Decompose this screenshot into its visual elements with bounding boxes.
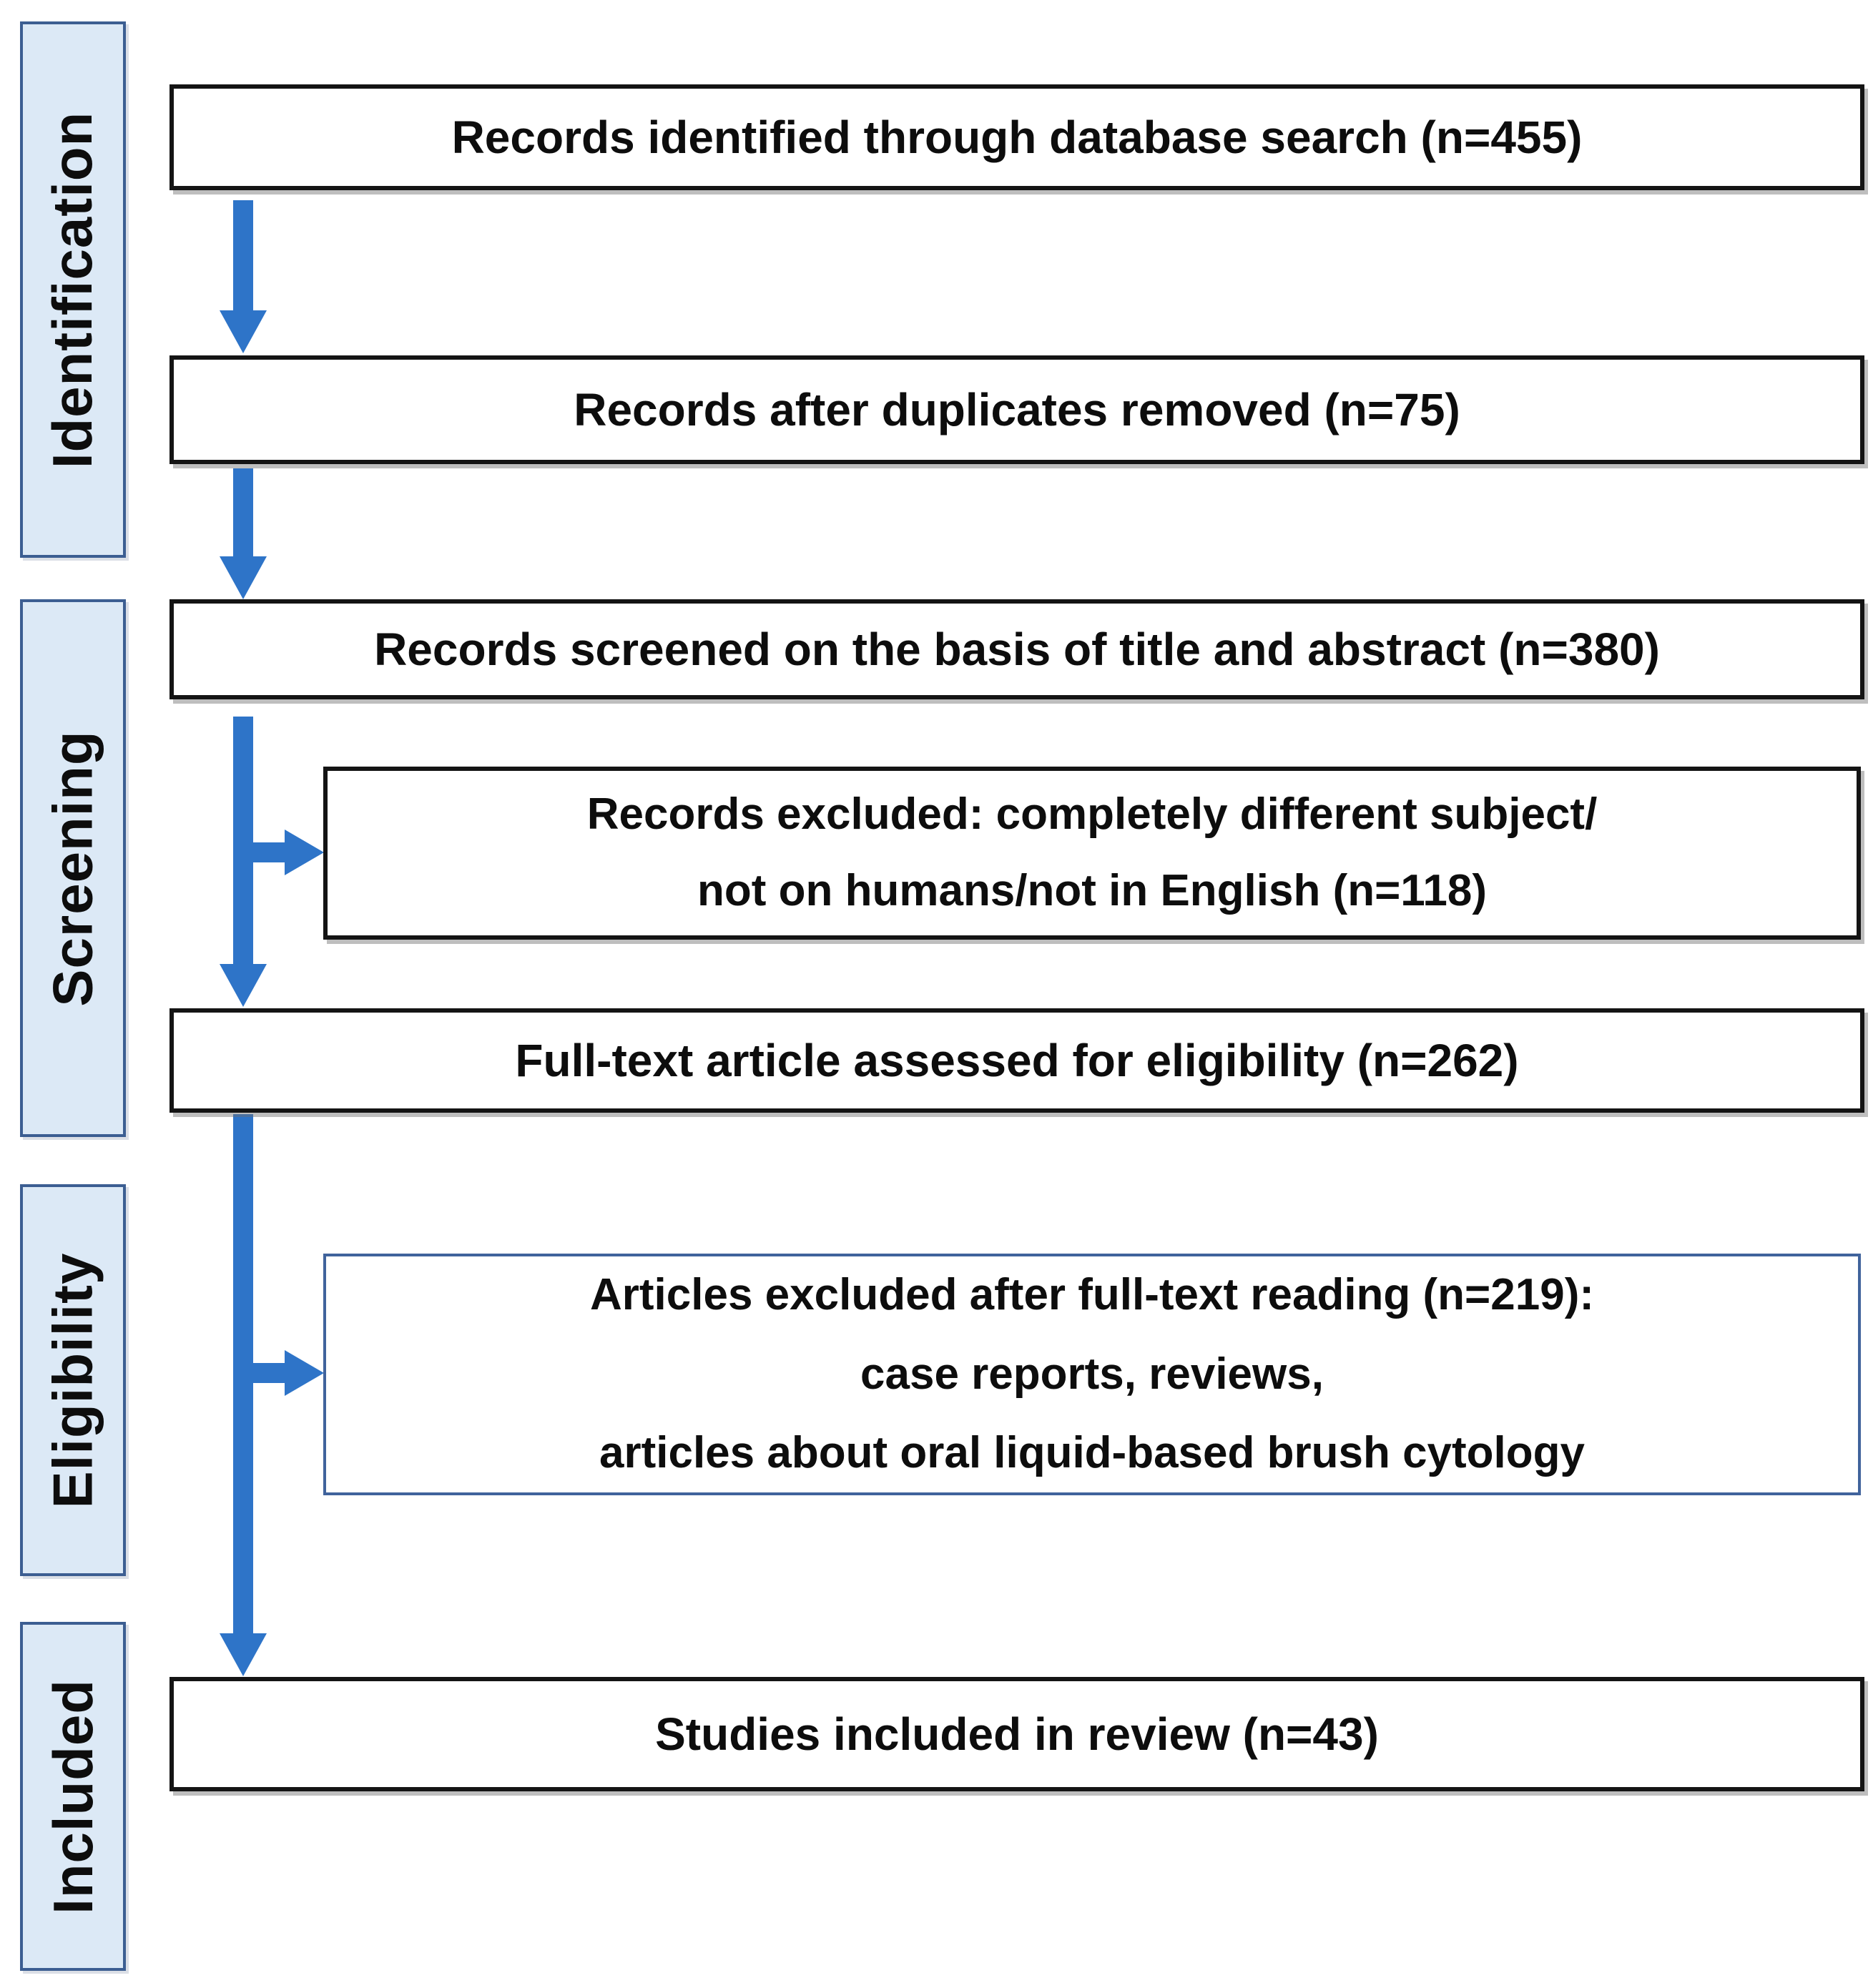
flow-box-fulltext-assessed: Full-text article assessed for eligibili… — [169, 1008, 1864, 1113]
flow-box-records-screened: Records screened on the basis of title a… — [169, 599, 1864, 699]
flow-box-articles-excluded-line3: articles about oral liquid-based brush c… — [599, 1428, 1586, 1478]
flow-box-duplicates-removed: Records after duplicates removed (n=75) — [169, 355, 1864, 464]
flow-box-records-excluded: Records excluded: completely different s… — [323, 767, 1861, 940]
stage-label-included-text: Included — [41, 1678, 104, 1914]
arrow-branch-records-excluded-icon — [243, 830, 324, 875]
stage-label-identification: Identification — [20, 21, 126, 558]
stage-label-eligibility-text: Eligibility — [41, 1252, 104, 1508]
flow-box-records-identified-text: Records identified through database sear… — [451, 112, 1583, 163]
arrow-duplicates-to-screened-icon — [220, 468, 267, 599]
stage-label-screening-text: Screening — [41, 729, 104, 1007]
stage-label-screening: Screening — [20, 599, 126, 1137]
arrow-identified-to-duplicates-icon — [220, 200, 267, 353]
flow-box-articles-excluded: Articles excluded after full-text readin… — [323, 1254, 1861, 1495]
flow-box-duplicates-removed-text: Records after duplicates removed (n=75) — [574, 384, 1460, 436]
flow-box-records-excluded-line1: Records excluded: completely different s… — [586, 789, 1598, 840]
flow-box-records-excluded-line2: not on humans/not in English (n=118) — [697, 866, 1487, 915]
flow-box-records-identified: Records identified through database sear… — [169, 84, 1864, 190]
flow-box-articles-excluded-line1: Articles excluded after full-text readin… — [590, 1270, 1594, 1320]
flow-box-articles-excluded-line2: case reports, reviews, — [860, 1349, 1324, 1399]
stage-label-eligibility: Eligibility — [20, 1184, 126, 1576]
flow-box-fulltext-assessed-text: Full-text article assessed for eligibili… — [515, 1035, 1519, 1086]
stage-label-identification-text: Identification — [41, 111, 104, 468]
flow-box-records-screened-text: Records screened on the basis of title a… — [374, 624, 1660, 675]
flow-box-studies-included-text: Studies included in review (n=43) — [655, 1708, 1379, 1760]
stage-label-included: Included — [20, 1622, 126, 1971]
arrow-fulltext-to-included-icon — [220, 1114, 267, 1676]
flow-box-studies-included: Studies included in review (n=43) — [169, 1677, 1864, 1791]
arrow-branch-articles-excluded-icon — [243, 1350, 324, 1396]
